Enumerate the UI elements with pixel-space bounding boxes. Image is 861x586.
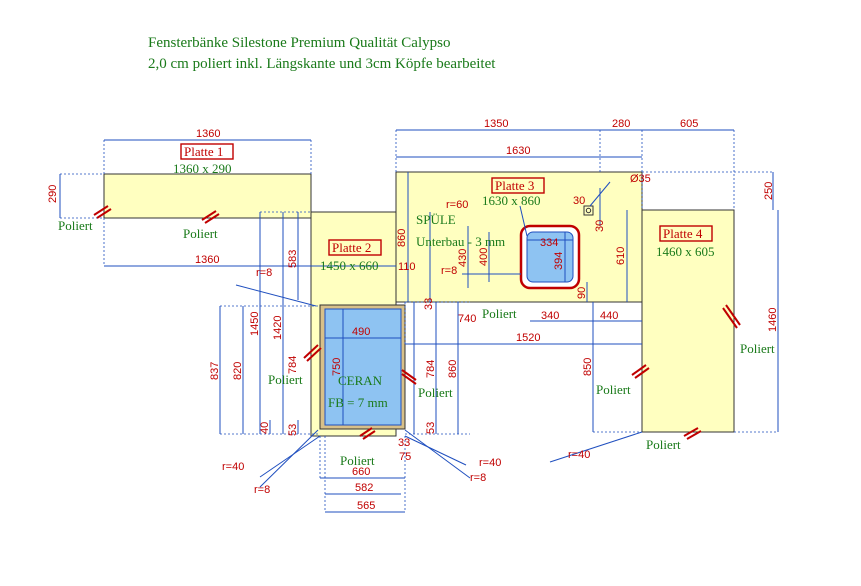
radius-label: r=40 bbox=[568, 449, 590, 461]
plate-4-name: Platte 4 bbox=[663, 226, 703, 241]
dim-label: 1420 bbox=[272, 316, 284, 340]
dim-label: 583 bbox=[287, 250, 299, 268]
dim-label: 660 bbox=[352, 466, 370, 478]
dim-label: 582 bbox=[355, 482, 373, 494]
poliert-label: Poliert bbox=[58, 218, 93, 233]
radius-label: r=8 bbox=[470, 472, 486, 484]
dim-label: 1630 bbox=[506, 145, 530, 157]
dim-label: 784 bbox=[287, 356, 299, 374]
dim-label: 850 bbox=[582, 358, 594, 376]
dim-label: 30 bbox=[573, 195, 585, 207]
plate-3-box bbox=[491, 177, 545, 194]
ceran-subtitle: FB = 7 mm bbox=[328, 395, 388, 410]
dimension-lines bbox=[59, 129, 779, 513]
plate-2-name: Platte 2 bbox=[332, 240, 371, 255]
poliert-label: Poliert bbox=[418, 385, 453, 400]
poliert-label: Poliert bbox=[482, 306, 517, 321]
dim-label: 30 bbox=[594, 220, 606, 232]
dim-label: 440 bbox=[600, 310, 618, 322]
dim-label: 1350 bbox=[484, 118, 508, 130]
plate-1-size: 1360 x 290 bbox=[173, 161, 232, 176]
dim-label: 1360 bbox=[196, 128, 220, 140]
dim-label: 53 bbox=[287, 424, 299, 436]
plate-4-box bbox=[659, 225, 713, 242]
dim-label: 610 bbox=[615, 247, 627, 265]
dim-label: 740 bbox=[458, 313, 476, 325]
dim-label: 1360 bbox=[195, 254, 219, 266]
header-line-1: Fensterbänke Silestone Premium Qualität … bbox=[148, 35, 450, 51]
dim-label: 110 bbox=[398, 261, 416, 273]
radius-label: r=40 bbox=[479, 457, 501, 469]
dim-label: 280 bbox=[612, 118, 630, 130]
dim-label: 490 bbox=[352, 326, 370, 338]
dim-label: 1450 bbox=[249, 312, 261, 336]
dim-label: 750 bbox=[331, 358, 343, 376]
dim-label: 400 bbox=[478, 248, 490, 266]
dim-label: 290 bbox=[47, 185, 59, 203]
poliert-label: Poliert bbox=[646, 437, 681, 452]
dim-label: 75 bbox=[399, 451, 411, 463]
dim-label: 565 bbox=[357, 500, 375, 512]
dim-label: 1460 bbox=[767, 308, 779, 332]
radius-label: r=8 bbox=[441, 265, 457, 277]
sink-subtitle: Unterbau - 3 mm bbox=[416, 234, 505, 249]
dim-label: 90 bbox=[576, 287, 588, 299]
dim-label: 605 bbox=[680, 118, 698, 130]
plate-2-box bbox=[328, 239, 382, 256]
dim-label: 860 bbox=[447, 360, 459, 378]
dim-label: 340 bbox=[541, 310, 559, 322]
sink-cutout bbox=[526, 231, 574, 283]
plate-3-name: Platte 3 bbox=[495, 178, 534, 193]
dim-label: 40 bbox=[259, 422, 271, 434]
poliert-label: Poliert bbox=[340, 453, 375, 468]
plate-1-box bbox=[180, 143, 234, 160]
plate-4 bbox=[641, 209, 735, 433]
poliert-label: Poliert bbox=[596, 382, 631, 397]
dim-label: 334 bbox=[540, 237, 558, 249]
poliert-label: Poliert bbox=[183, 226, 218, 241]
tap-hole-marker bbox=[583, 205, 594, 216]
dim-label: 33 bbox=[423, 298, 435, 310]
poliert-label: Poliert bbox=[268, 372, 303, 387]
dim-label: 53 bbox=[425, 422, 437, 434]
dim-label: 250 bbox=[763, 182, 775, 200]
sink-title: SPÜLE bbox=[416, 212, 456, 227]
dim-label: 1520 bbox=[516, 332, 540, 344]
ceran-title: CERAN bbox=[338, 373, 383, 388]
plate-2-size: 1450 x 660 bbox=[320, 258, 379, 273]
radius-label: r=8 bbox=[256, 267, 272, 279]
plate-4-size: 1460 x 605 bbox=[656, 244, 715, 259]
dim-label: 430 bbox=[457, 249, 469, 267]
radius-label: r=60 bbox=[446, 199, 468, 211]
dim-label: 820 bbox=[232, 362, 244, 380]
plate-1 bbox=[103, 173, 312, 219]
ceran-cutout bbox=[324, 308, 402, 426]
radius-label: r=40 bbox=[222, 461, 244, 473]
polish-marks bbox=[93, 205, 741, 440]
plate-3-size: 1630 x 860 bbox=[482, 193, 541, 208]
dim-label: 837 bbox=[209, 362, 221, 380]
radius-label: r=8 bbox=[254, 484, 270, 496]
header-line-2: 2,0 cm poliert inkl. Längskante und 3cm … bbox=[148, 56, 496, 72]
poliert-label: Poliert bbox=[740, 341, 775, 356]
tap-hole-icon bbox=[585, 207, 592, 214]
plate-1-name: Platte 1 bbox=[184, 144, 223, 159]
dim-label: 394 bbox=[553, 252, 565, 270]
dim-label: 784 bbox=[425, 360, 437, 378]
dim-label: 33 bbox=[398, 437, 410, 449]
diameter-label: Ø35 bbox=[630, 173, 651, 185]
dim-label: 860 bbox=[396, 229, 408, 247]
